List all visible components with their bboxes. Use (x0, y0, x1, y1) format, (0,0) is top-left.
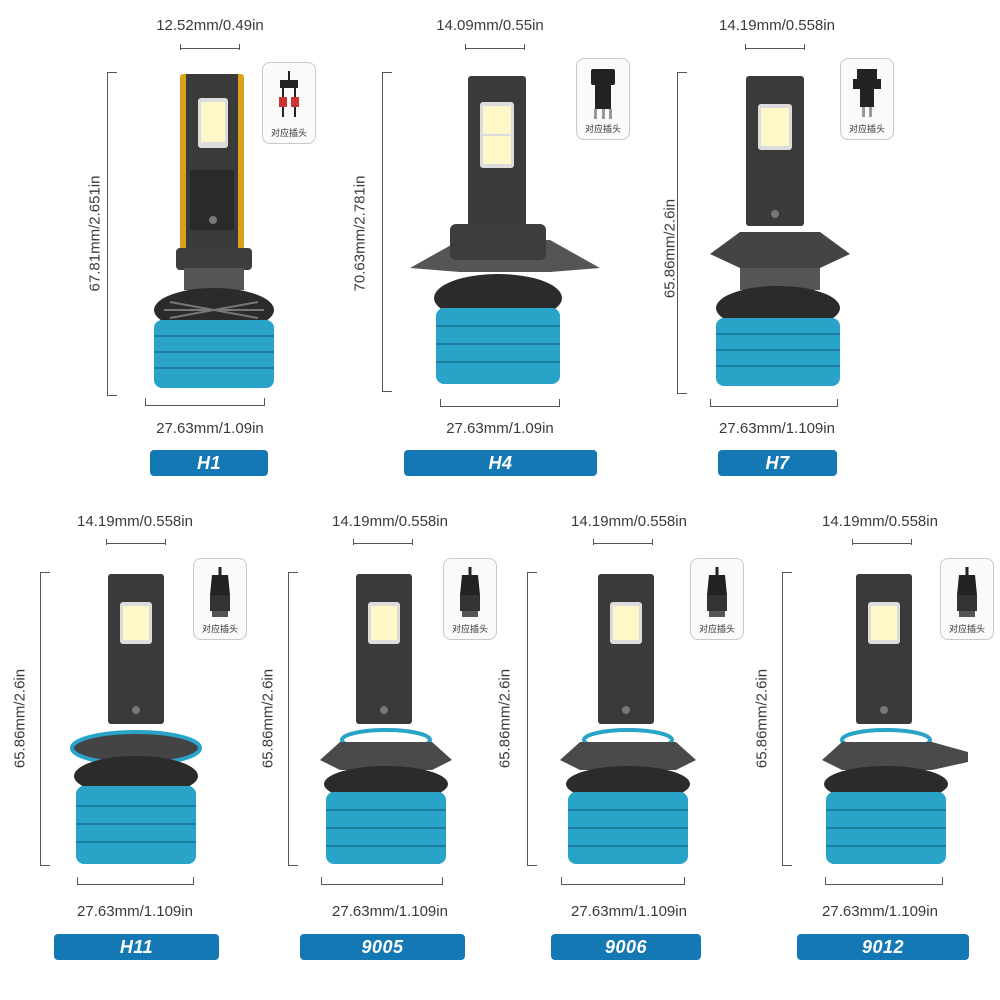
plug-wire-icon (279, 71, 299, 117)
height-label: 65.86mm/2.6in (661, 198, 679, 299)
top-width-label: 14.19mm/0.558in (822, 513, 938, 530)
plug-h11-icon (210, 567, 230, 617)
bulb-image (410, 76, 600, 384)
bulb-image (710, 76, 850, 386)
connector-plug-image: 对应插头 (840, 58, 894, 140)
model-badge: 9005 (300, 934, 465, 960)
product-h1: 12.52mm/0.49in 67.81mm/2.651in (0, 0, 330, 480)
bulb-image (822, 574, 968, 864)
height-label: 70.63mm/2.781in (351, 175, 369, 292)
top-width-label: 14.09mm/0.55in (436, 17, 544, 34)
connector-plug-image: 对应插头 (576, 58, 630, 140)
model-badge: 9012 (797, 934, 969, 960)
connector-plug-image: 对应插头 (262, 62, 316, 144)
plug-label: 对应插头 (584, 125, 621, 135)
top-width-label: 14.19mm/0.558in (719, 17, 835, 34)
height-label: 65.86mm/2.6in (753, 668, 771, 769)
plug-9006-icon (707, 567, 727, 617)
bottom-width-label: 27.63mm/1.09in (156, 420, 264, 437)
bottom-width-line (145, 405, 265, 406)
bottom-width-label: 27.63mm/1.109in (822, 903, 938, 920)
plug-label: 对应插头 (201, 625, 238, 635)
bottom-width-label: 27.63mm/1.109in (332, 903, 448, 920)
model-badge: H11 (54, 934, 219, 960)
plug-h4-icon (591, 69, 615, 119)
plug-label: 对应插头 (698, 625, 735, 635)
product-h7: 14.19mm/0.558in 65.86mm/2.6in 对应插头 27.63… (650, 0, 1000, 480)
plug-label: 对应插头 (270, 129, 307, 139)
height-label: 65.86mm/2.6in (11, 668, 29, 769)
plug-label: 对应插头 (948, 625, 985, 635)
top-width-label: 12.52mm/0.49in (156, 17, 264, 34)
top-width-label: 14.19mm/0.558in (77, 513, 193, 530)
bulb-image (70, 574, 202, 864)
bulb-image (560, 574, 696, 864)
product-h4: 14.09mm/0.55in 70.63mm/2.781in 对应插头 27.6 (330, 0, 650, 480)
model-badge: H7 (718, 450, 837, 476)
plug-h7-icon (853, 69, 881, 117)
height-label: 67.81mm/2.651in (86, 175, 104, 292)
plug-9005-icon (460, 567, 480, 617)
height-label: 65.86mm/2.6in (259, 668, 277, 769)
height-label: 65.86mm/2.6in (496, 668, 514, 769)
height-line (107, 72, 108, 396)
bulb-image (154, 74, 274, 388)
product-9006: 14.19mm/0.558in 65.86mm/2.6in 对应插头 27.63… (496, 500, 750, 970)
connector-plug-image: 对应插头 (940, 558, 994, 640)
connector-plug-image: 对应插头 (443, 558, 497, 640)
top-width-label: 14.19mm/0.558in (571, 513, 687, 530)
bottom-width-label: 27.63mm/1.09in (446, 420, 554, 437)
connector-plug-image: 对应插头 (193, 558, 247, 640)
top-width-line (180, 48, 240, 49)
product-9005: 14.19mm/0.558in 65.86mm/2.6in 对应插头 27.63… (250, 500, 500, 970)
bottom-width-label: 27.63mm/1.109in (719, 420, 835, 437)
plug-label: 对应插头 (451, 625, 488, 635)
plug-9012-icon (957, 567, 977, 617)
model-badge: H4 (404, 450, 597, 476)
connector-plug-image: 对应插头 (690, 558, 744, 640)
bulb-image (320, 574, 452, 864)
plug-label: 对应插头 (848, 125, 885, 135)
bottom-width-label: 27.63mm/1.109in (77, 903, 193, 920)
top-width-label: 14.19mm/0.558in (332, 513, 448, 530)
model-badge: 9006 (551, 934, 701, 960)
model-badge: H1 (150, 450, 268, 476)
product-9012: 14.19mm/0.558in 65.86mm/2.6in 对应插头 27.63… (750, 500, 1000, 970)
product-h11: 14.19mm/0.558in 65.86mm/2.6in 对应插头 27.63… (0, 500, 250, 970)
bottom-width-label: 27.63mm/1.109in (571, 903, 687, 920)
